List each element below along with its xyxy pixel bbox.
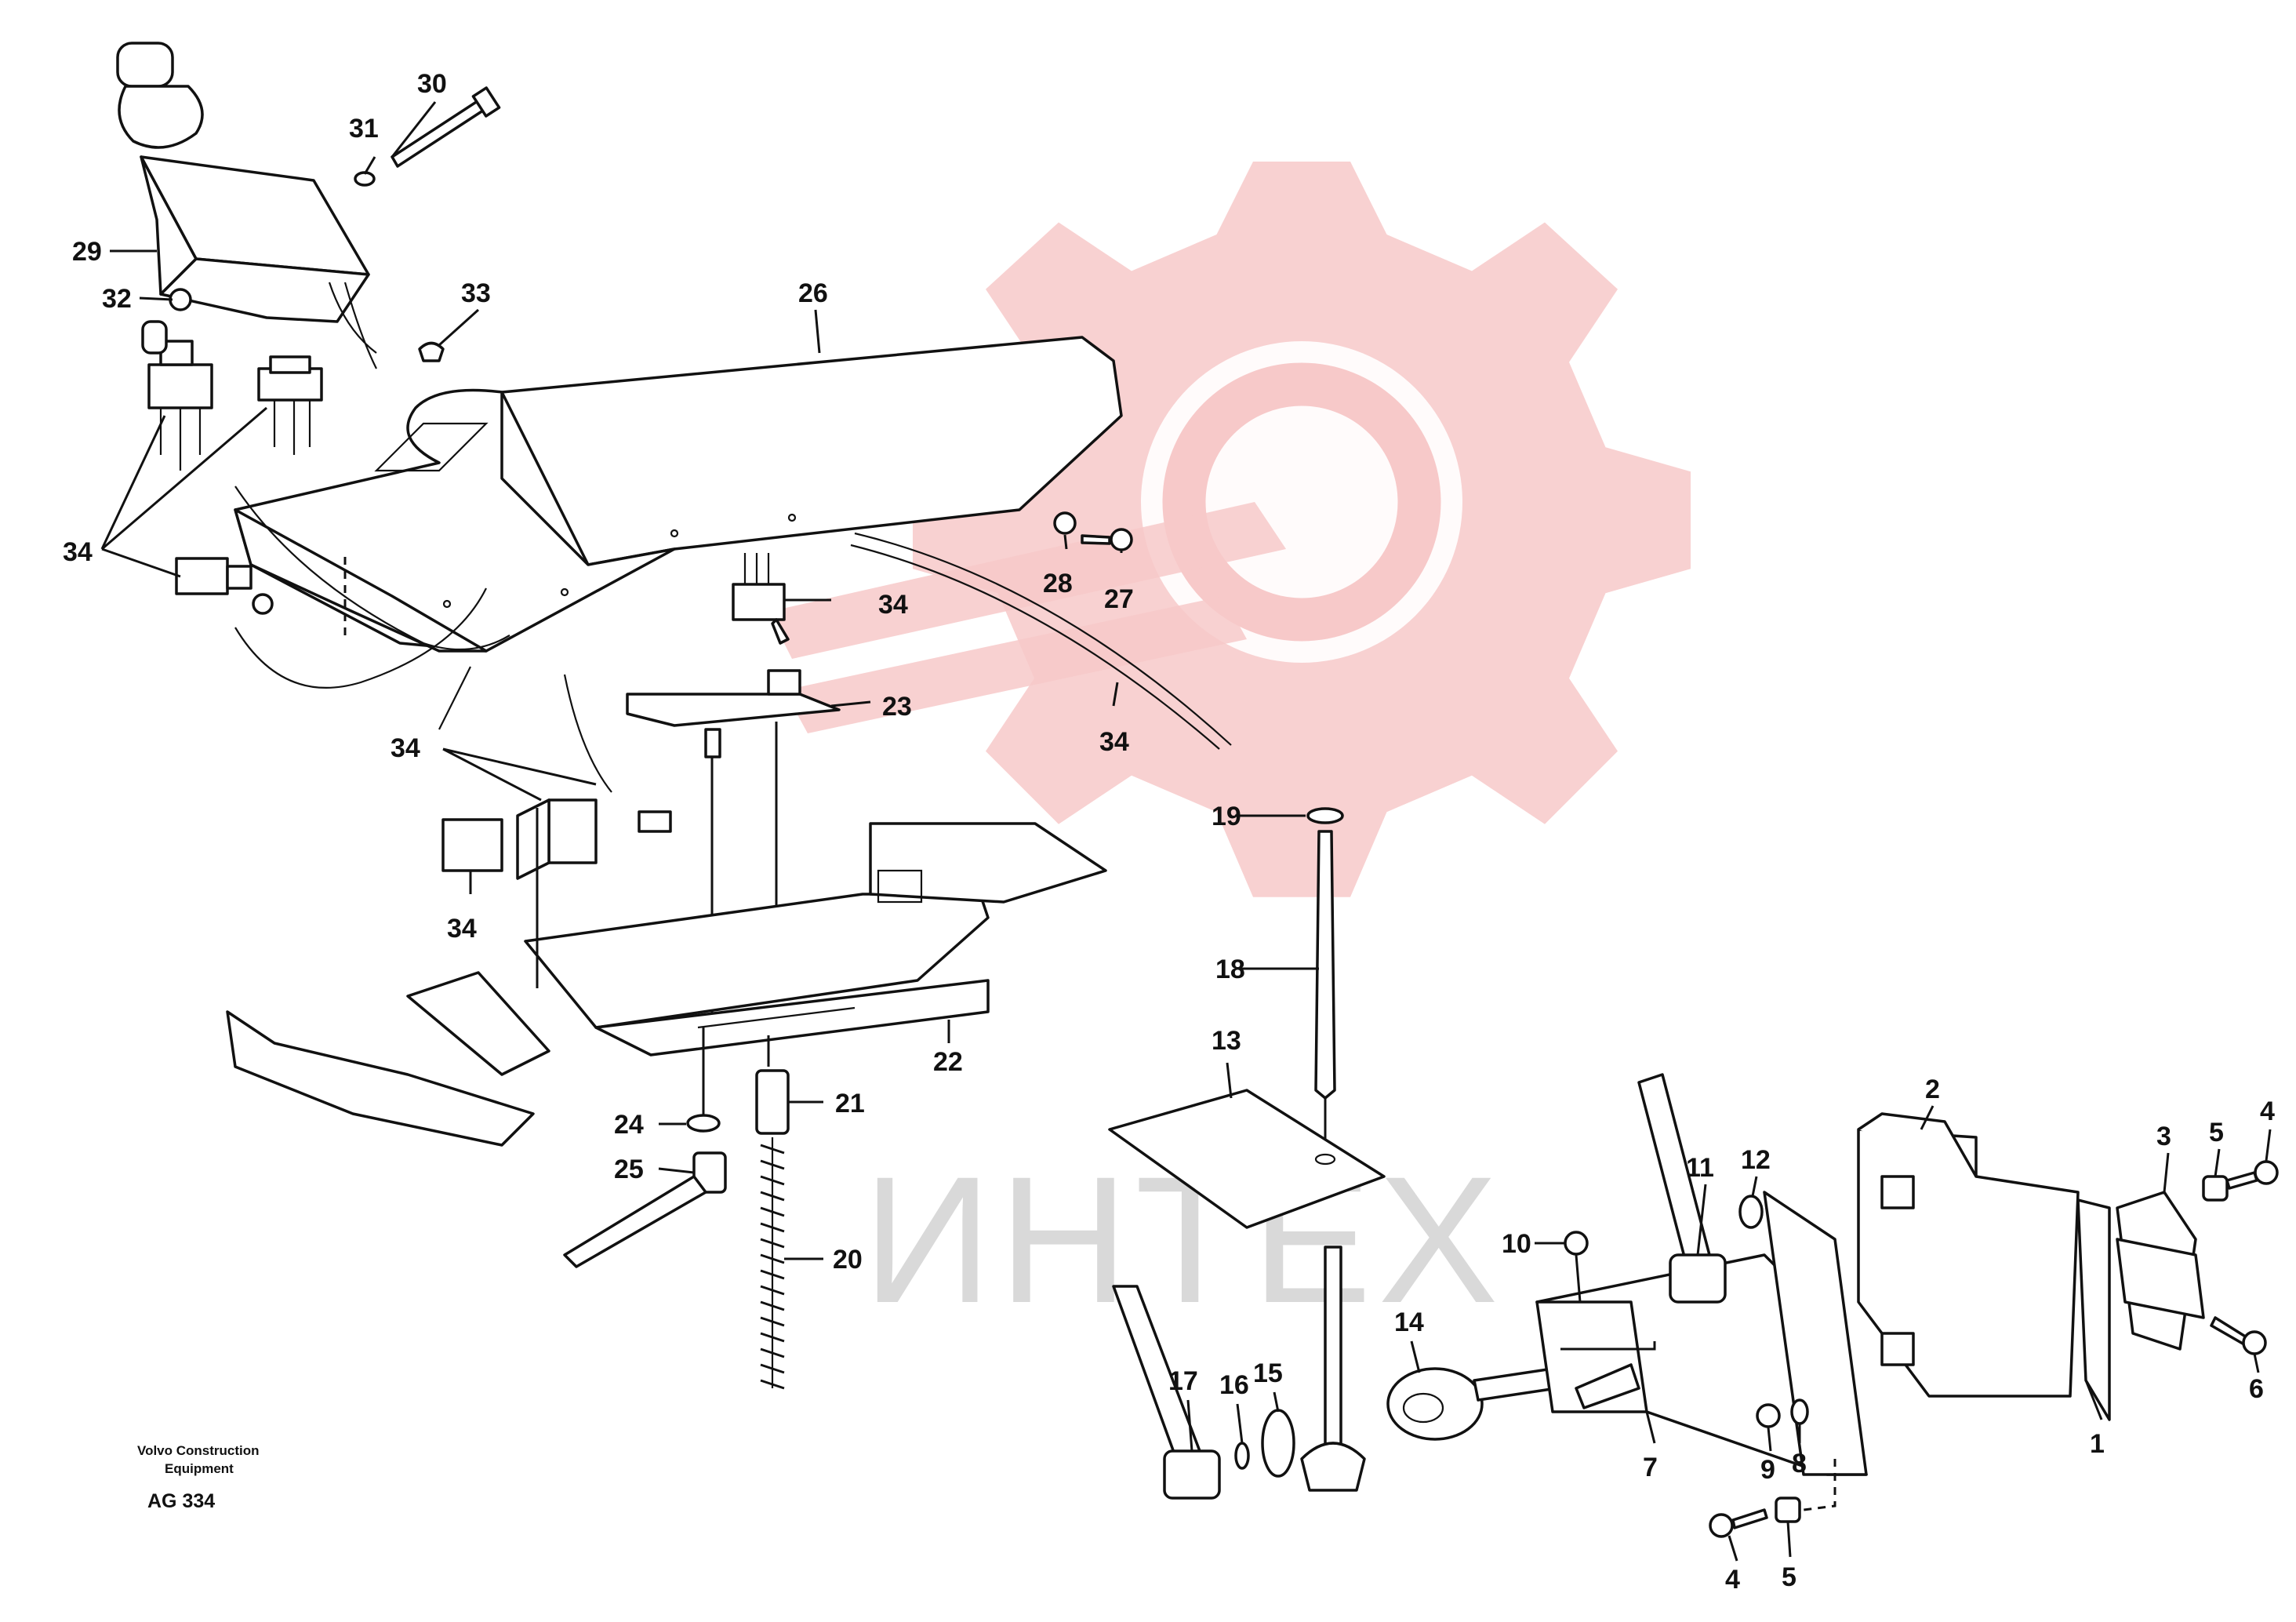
callout-1: 1	[2090, 1429, 2105, 1459]
callout-33: 33	[461, 278, 491, 308]
washer-8	[1790, 1398, 1809, 1425]
harness-wire	[854, 532, 1232, 746]
screw-4-upper	[2225, 1160, 2279, 1190]
plate-13	[1108, 1089, 1386, 1492]
company-name-line1: Volvo Construction	[137, 1443, 260, 1458]
callout-34-micro: 34	[878, 590, 908, 620]
callout-34-wire: 34	[1099, 727, 1129, 757]
company-name-line2: Equipment	[165, 1461, 234, 1476]
callout-32: 32	[102, 284, 132, 314]
callout-24: 24	[614, 1110, 644, 1140]
relay-34	[441, 798, 672, 880]
callout-16: 16	[1219, 1370, 1249, 1400]
screw-10	[1564, 1231, 1589, 1303]
assembly-line	[536, 808, 770, 1122]
bolt-30	[391, 86, 501, 168]
lever-11	[1637, 1073, 1727, 1304]
callouts: 30 31 29 32 33 26 34 34 23 28 27 34 34 3…	[63, 69, 2275, 1595]
cam-14	[1386, 1367, 1558, 1441]
harness-wire	[850, 544, 1220, 750]
sleeve-21	[755, 1069, 790, 1135]
callout-29: 29	[72, 237, 102, 267]
callout-23: 23	[882, 692, 912, 722]
screw-4-lower	[1709, 1508, 1768, 1538]
ring-15	[1261, 1409, 1295, 1478]
callout-2: 2	[1925, 1075, 1940, 1104]
push-switch-34	[175, 557, 274, 615]
plug-33	[418, 341, 445, 362]
washer-31	[354, 171, 376, 187]
screw-6	[2210, 1316, 2267, 1355]
callout-20: 20	[833, 1245, 863, 1275]
callout-5-upper: 5	[2209, 1118, 2224, 1147]
lever-17	[1112, 1285, 1221, 1500]
callout-28: 28	[1043, 569, 1073, 598]
callout-4-upper: 4	[2260, 1096, 2275, 1126]
washer-12	[1738, 1195, 1764, 1229]
footer-block: Volvo Construction Equipment AG 334	[137, 1443, 260, 1512]
spacer-5-lower	[1775, 1497, 1801, 1523]
micro-switch-34	[732, 553, 790, 645]
callout-17: 17	[1168, 1366, 1198, 1396]
callout-3: 3	[2156, 1122, 2171, 1151]
washer-28	[1053, 511, 1077, 535]
callout-8: 8	[1792, 1449, 1807, 1478]
harness-wire	[234, 587, 487, 689]
assembly-line	[1803, 1459, 1836, 1511]
bracket-3	[2116, 1191, 2205, 1351]
callout-34-relay: 34	[447, 914, 477, 944]
callout-7: 7	[1643, 1453, 1658, 1482]
callout-13: 13	[1212, 1026, 1241, 1056]
callout-18: 18	[1215, 955, 1245, 984]
rocker-switch-34	[257, 355, 323, 455]
callout-14: 14	[1394, 1307, 1424, 1337]
plate-2	[1857, 1112, 2111, 1421]
spacer-5-upper	[2202, 1175, 2229, 1202]
washer-16	[1234, 1442, 1250, 1470]
nut-32	[169, 288, 192, 311]
console-cover-26	[234, 336, 1123, 653]
nut-9	[1756, 1403, 1781, 1428]
callout-34-left: 34	[63, 537, 93, 567]
callout-12: 12	[1741, 1145, 1771, 1175]
callout-21: 21	[835, 1089, 865, 1118]
leader-lines	[100, 101, 2272, 1562]
spring-20	[760, 1137, 785, 1390]
washer-19	[1306, 807, 1344, 824]
callout-5-lower: 5	[1782, 1562, 1796, 1592]
callout-4-lower: 4	[1725, 1565, 1740, 1595]
callout-11: 11	[1686, 1153, 1714, 1183]
screw-27	[1081, 528, 1133, 551]
callout-30: 30	[417, 69, 447, 99]
callout-19: 19	[1212, 802, 1241, 831]
washer-24	[686, 1114, 721, 1133]
mounting-plate-22	[226, 822, 1107, 1147]
callout-9: 9	[1760, 1455, 1775, 1485]
rod-18	[1314, 830, 1336, 1161]
callout-6: 6	[2249, 1374, 2264, 1404]
callout-22: 22	[933, 1047, 963, 1077]
callout-31: 31	[349, 114, 379, 144]
callout-10: 10	[1502, 1229, 1531, 1259]
callout-26: 26	[798, 278, 828, 308]
toggle-switch-34	[141, 320, 213, 471]
callout-34-mid: 34	[391, 733, 420, 763]
drawing-code: AG 334	[147, 1490, 215, 1512]
watermark-gear-logo	[768, 161, 1691, 897]
assembly-line	[1560, 1341, 1656, 1351]
harness-wire	[438, 666, 612, 793]
joystick-control-29	[116, 42, 377, 369]
callout-15: 15	[1253, 1358, 1283, 1388]
callout-27: 27	[1104, 584, 1134, 614]
callout-25: 25	[614, 1155, 644, 1184]
knob-25	[563, 1151, 727, 1268]
